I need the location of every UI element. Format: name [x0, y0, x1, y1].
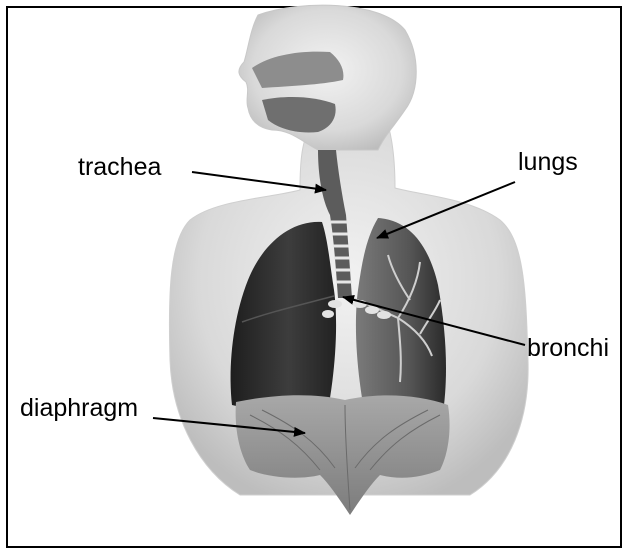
lungs-label: lungs	[518, 150, 578, 175]
trachea-label: trachea	[78, 155, 161, 180]
bronchi-label: bronchi	[527, 336, 609, 361]
diaphragm-label: diaphragm	[20, 396, 138, 421]
